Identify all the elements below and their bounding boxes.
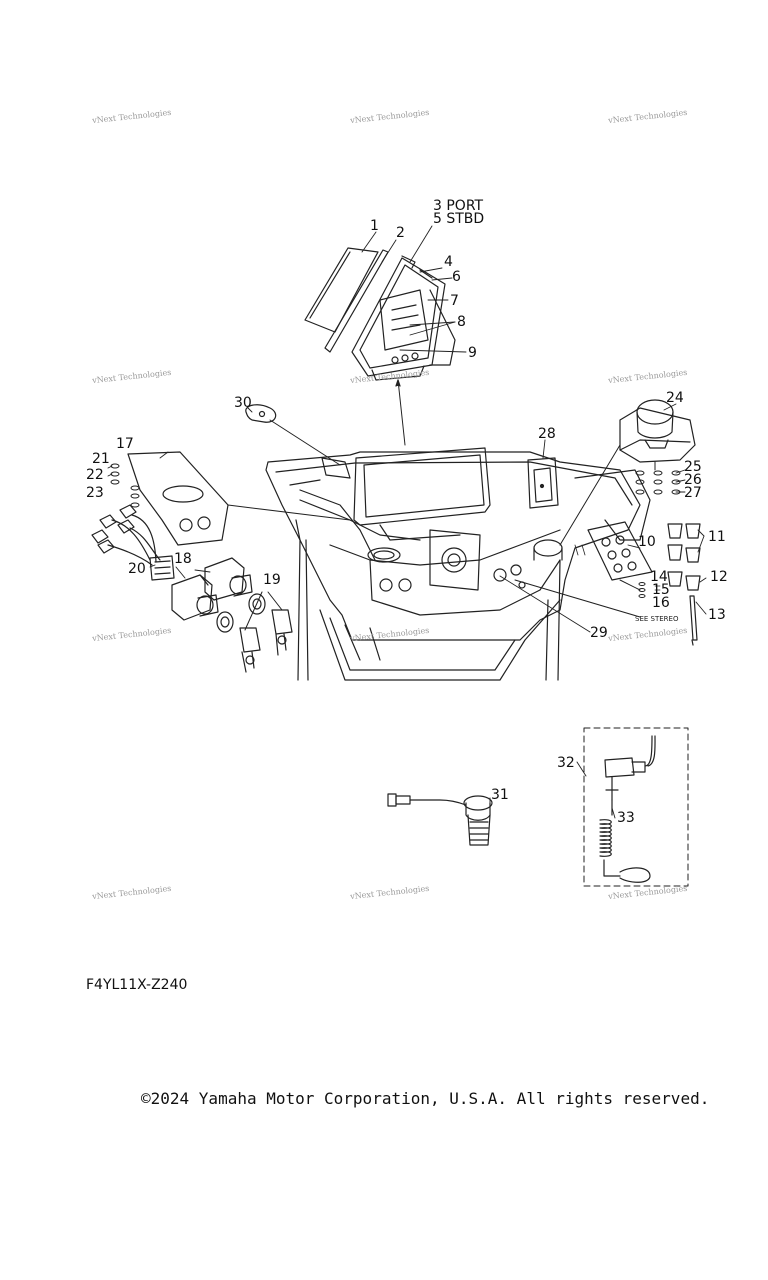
callout-25: 25 xyxy=(684,459,702,475)
callout-9: 9 xyxy=(468,345,477,361)
callout-6: 6 xyxy=(452,269,461,285)
callout-27: 27 xyxy=(684,485,702,501)
joystick xyxy=(559,399,696,546)
console-body xyxy=(265,451,651,681)
callout-7: 7 xyxy=(450,293,459,309)
callout-19: 19 xyxy=(263,572,281,588)
callout-24: 24 xyxy=(666,390,684,406)
callout-3: 3 PORT xyxy=(433,198,484,214)
copyright-notice: ©2024 Yamaha Motor Corporation, U.S.A. A… xyxy=(141,1089,710,1108)
part-31-harness xyxy=(387,793,493,846)
callout-4: 4 xyxy=(444,254,453,270)
rod xyxy=(689,595,698,646)
callout-20: 20 xyxy=(128,561,146,577)
callout-26: 26 xyxy=(684,472,702,488)
display-unit xyxy=(353,447,491,541)
callout-10: 10 xyxy=(638,534,656,550)
callout-14: 14 xyxy=(650,569,668,585)
callout-17: 17 xyxy=(116,436,134,452)
side-panel xyxy=(127,451,351,546)
callout-8: 8 xyxy=(457,314,466,330)
see-stereo-note: SEE STEREO xyxy=(635,615,679,623)
key-fob xyxy=(245,404,351,479)
callout-21: 21 xyxy=(92,451,110,467)
callout-13: 13 xyxy=(708,607,726,623)
leader-lines xyxy=(107,225,707,819)
keys xyxy=(216,591,293,673)
callout-16: 16 xyxy=(652,595,670,611)
push-buttons xyxy=(654,523,701,591)
switches xyxy=(171,557,253,621)
callout-22: 22 xyxy=(86,467,104,483)
callout-5: 5 STBD xyxy=(433,211,485,227)
wire-harness xyxy=(91,504,175,581)
display-exploded xyxy=(304,247,456,446)
callout-32: 32 xyxy=(557,755,575,771)
callout-23: 23 xyxy=(86,485,104,501)
callout-1: 1 xyxy=(370,218,379,234)
callout-11: 11 xyxy=(708,529,726,545)
diagram-code: F4YL11X-Z240 xyxy=(86,977,188,993)
kit-32 xyxy=(583,727,689,887)
callout-31: 31 xyxy=(491,787,509,803)
callout-33: 33 xyxy=(617,810,635,826)
switch-panel xyxy=(574,521,653,591)
callout-15: 15 xyxy=(652,582,670,598)
callout-12: 12 xyxy=(710,569,728,585)
washers-left xyxy=(110,463,140,508)
callout-2: 2 xyxy=(396,225,405,241)
callout-18: 18 xyxy=(174,551,192,567)
callout-29: 29 xyxy=(590,625,608,641)
bracket xyxy=(527,457,559,509)
callout-30: 30 xyxy=(234,395,252,411)
see-stereo-leader xyxy=(514,579,641,618)
hardware-small xyxy=(638,582,646,598)
callout-28: 28 xyxy=(538,426,556,442)
hardware-right xyxy=(635,470,681,495)
